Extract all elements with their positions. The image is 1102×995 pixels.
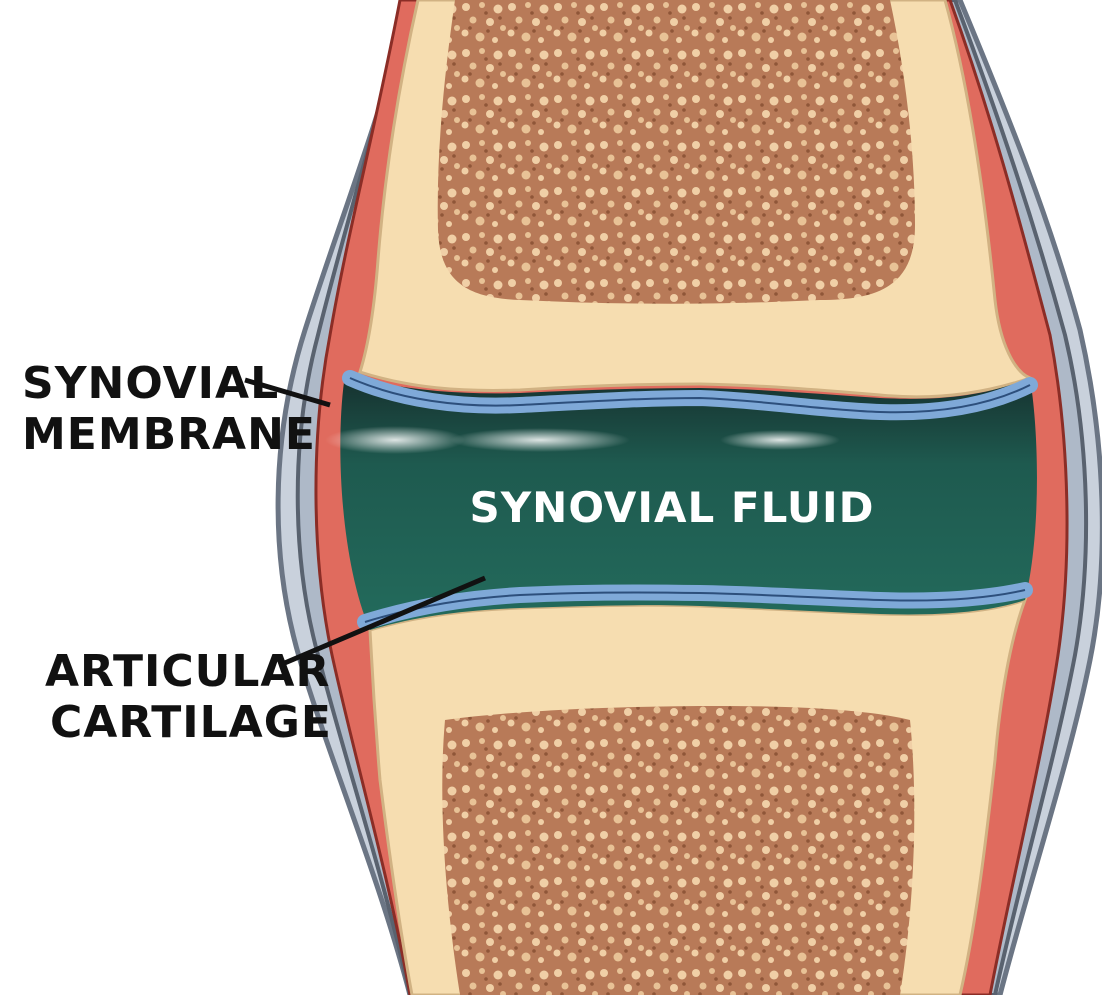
fluid-highlight-right <box>720 430 840 450</box>
synovial-fluid-label: SYNOVIAL FLUID <box>470 483 875 532</box>
fluid-highlight-left <box>325 426 465 454</box>
synovial-membrane-label-line2: MEMBRANE <box>22 409 316 460</box>
synovial-membrane-label-line1: SYNOVIAL <box>22 358 279 409</box>
articular-cartilage-label-line1: ARTICULAR <box>45 646 330 697</box>
fluid-highlight-middle <box>450 428 630 452</box>
articular-cartilage-label-line2: CARTILAGE <box>50 697 332 748</box>
lower-spongy-bone <box>442 706 914 995</box>
upper-spongy-bone <box>438 0 915 304</box>
